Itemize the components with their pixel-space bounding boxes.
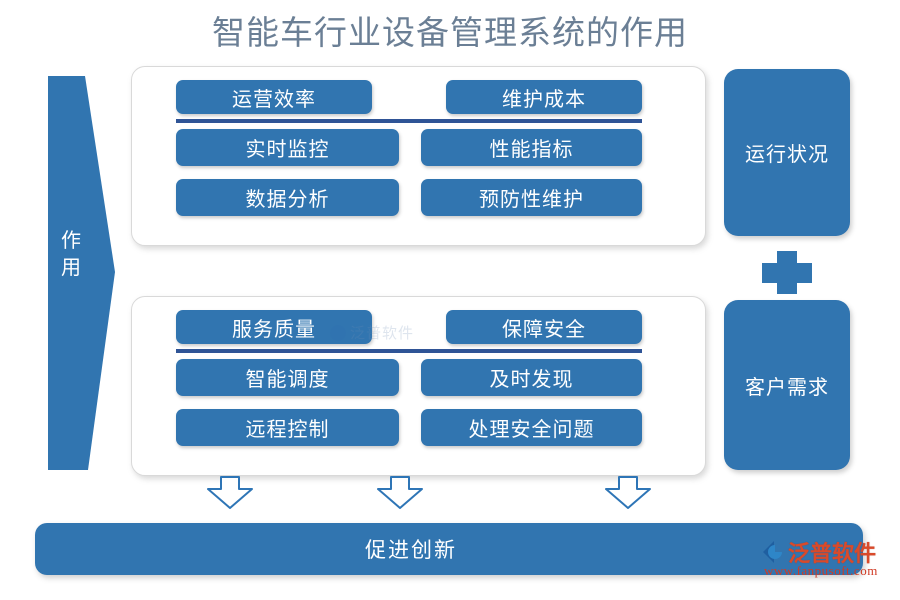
down-arrow-icon-1 [207,476,253,509]
plus-icon-vertical-bar [777,251,797,294]
group-container-bottom: 服务质量 保障安全 智能调度 及时发现 远程控制 处理安全问题 [131,296,706,476]
pill-bottom-row1-right[interactable]: 及时发现 [421,359,642,396]
left-arrow-char-2: 用 [61,257,81,279]
left-arrow-label: 作 用 [48,228,94,282]
group-divider-top [176,119,642,123]
bottom-bar-label: 促进创新 [365,538,457,562]
group-divider-bottom [176,349,642,353]
plus-icon [762,251,812,294]
pill-top-row2-left[interactable]: 数据分析 [176,179,399,216]
pill-bottom-row2-left[interactable]: 远程控制 [176,409,399,446]
pill-top-row1-left[interactable]: 实时监控 [176,129,399,166]
pill-bottom-header-right[interactable]: 保障安全 [446,310,642,344]
pill-top-row1-right[interactable]: 性能指标 [421,129,642,166]
left-arrow-char-1: 作 [61,230,81,252]
pill-bottom-row2-right[interactable]: 处理安全问题 [421,409,642,446]
page-title: 智能车行业设备管理系统的作用 [212,16,688,52]
down-arrow-icon-2 [377,476,423,509]
left-arrow-shape [48,76,118,470]
pill-top-header-left[interactable]: 运营效率 [176,80,372,114]
pill-top-row2-right[interactable]: 预防性维护 [421,179,642,216]
pill-bottom-row1-left[interactable]: 智能调度 [176,359,399,396]
pill-top-header-right[interactable]: 维护成本 [446,80,642,114]
down-arrow-icon-3 [605,476,651,509]
side-box-operation-status[interactable]: 运行状况 [724,69,850,236]
side-box-customer-demand[interactable]: 客户需求 [724,300,850,470]
bottom-bar[interactable]: 促进创新 [35,523,863,575]
group-container-top: 运营效率 维护成本 实时监控 性能指标 数据分析 预防性维护 [131,66,706,246]
pill-bottom-header-left[interactable]: 服务质量 [176,310,372,344]
